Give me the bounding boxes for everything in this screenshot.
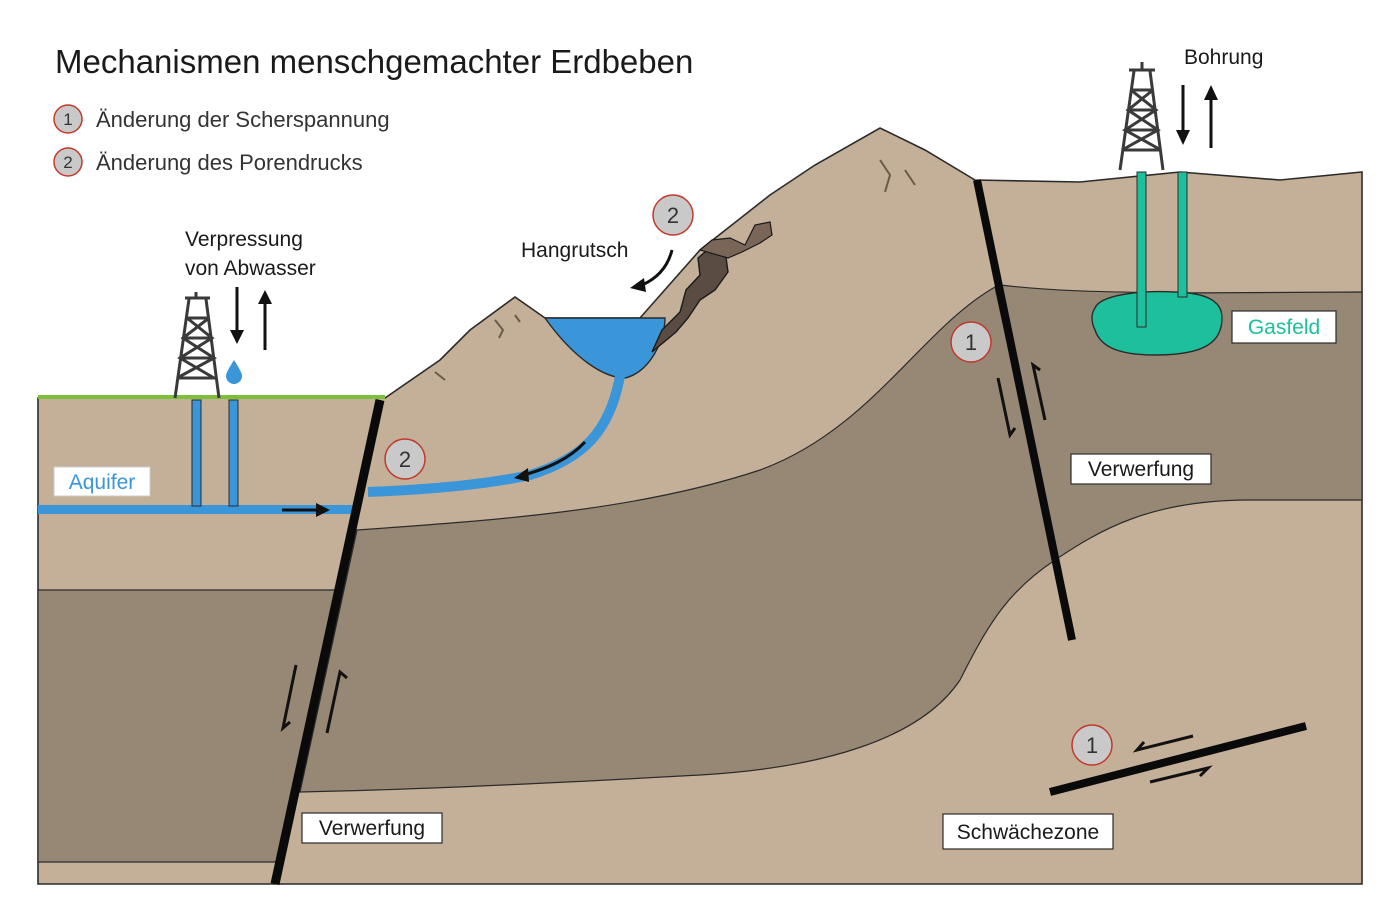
legend-badge-2-number: 2 bbox=[63, 153, 72, 172]
drilling-label: Bohrung bbox=[1184, 46, 1263, 69]
legend-badge-1-number: 1 bbox=[63, 110, 72, 129]
fault-right-label: Verwerfung bbox=[1088, 458, 1194, 481]
marker-weak-zone-number: 1 bbox=[1086, 733, 1098, 758]
injection-label-line2: von Abwasser bbox=[185, 257, 316, 280]
injection-pipe-left bbox=[191, 399, 202, 507]
weak-zone-label-frame bbox=[942, 813, 1114, 850]
legend-text-1: Änderung der Scherspannung bbox=[96, 107, 390, 132]
gas-field-label: Gasfeld bbox=[1248, 316, 1320, 339]
gas-reservoir bbox=[1091, 290, 1223, 356]
gas-pipe-left bbox=[1136, 171, 1147, 328]
fault-left-arrow-up bbox=[325, 669, 348, 734]
rock-crack-2 bbox=[514, 314, 521, 323]
weak-zone-arrow-right bbox=[1149, 765, 1213, 784]
legend-badge-1 bbox=[53, 104, 83, 134]
weak-zone-label: Schwächezone bbox=[957, 821, 1099, 844]
water-drop-icon bbox=[226, 360, 242, 384]
marker-fault-number: 1 bbox=[965, 330, 977, 355]
aquifer-area bbox=[38, 287, 356, 517]
channel-flow-arrowhead bbox=[514, 468, 529, 482]
rock-crack-1 bbox=[494, 319, 505, 339]
diagram-title: Mechanismen menschgemachter Erdbeben bbox=[55, 43, 693, 80]
marker-fault-circle bbox=[950, 321, 992, 363]
lake-area bbox=[367, 159, 916, 497]
weak-zone-arrow-left bbox=[1132, 734, 1194, 753]
legend: 1 Änderung der Scherspannung 2 Änderung … bbox=[53, 104, 390, 177]
fault-left-arrow-down bbox=[280, 664, 298, 732]
marker-weak-zone: 1 bbox=[1071, 724, 1113, 766]
marker-landslide: 2 bbox=[652, 194, 694, 236]
marker-aquifer: 2 bbox=[384, 438, 426, 480]
marker-landslide-number: 2 bbox=[667, 203, 679, 228]
marker-weak-zone-circle bbox=[1071, 724, 1113, 766]
fault-right-label-box: Verwerfung bbox=[1070, 453, 1212, 485]
landslide-label: Hangrutsch bbox=[521, 239, 628, 262]
rock-crack-3 bbox=[879, 159, 892, 193]
grass-strip bbox=[38, 395, 385, 399]
aquifer-flow-arrowhead bbox=[316, 503, 330, 517]
rock-crack-5 bbox=[434, 371, 446, 381]
drilling-rig-right-icon bbox=[1118, 62, 1165, 171]
marker-fault: 1 bbox=[950, 321, 992, 363]
fault-left-label-frame bbox=[301, 812, 443, 844]
marker-aquifer-circle bbox=[384, 438, 426, 480]
landslide-arrow bbox=[641, 249, 674, 287]
gas-pipe-right bbox=[1177, 171, 1188, 298]
faults bbox=[270, 179, 1307, 885]
pore-pressure-channel bbox=[367, 375, 625, 497]
legend-item-2: 2 Änderung des Porendrucks bbox=[53, 147, 363, 177]
fault-line-right bbox=[973, 179, 1076, 641]
drilling-up-arrowhead bbox=[1204, 85, 1218, 100]
legend-item-1: 1 Änderung der Scherspannung bbox=[53, 104, 390, 134]
weak-zone-label-box: Schwächezone bbox=[942, 813, 1114, 850]
marker-landslide-circle bbox=[652, 194, 694, 236]
fault-right-label-frame bbox=[1070, 453, 1212, 485]
injection-label-line1: Verpressung bbox=[185, 228, 303, 251]
dark-rock-layer-middle bbox=[299, 286, 1056, 793]
fault-left-label: Verwerfung bbox=[319, 817, 425, 840]
gas-field-label-box: Gasfeld bbox=[1231, 310, 1337, 344]
gas-field-area bbox=[1091, 62, 1223, 356]
aquifer-layer bbox=[38, 505, 356, 514]
marker-aquifer-number: 2 bbox=[399, 447, 411, 472]
fault-right-arrow-up bbox=[1030, 361, 1047, 421]
gas-field-label-frame bbox=[1231, 310, 1337, 344]
drilling-down-arrowhead bbox=[1176, 130, 1190, 145]
legend-text-2: Änderung des Porendrucks bbox=[96, 150, 363, 175]
fault-left-label-box: Verwerfung bbox=[301, 812, 443, 844]
injection-down-arrowhead bbox=[230, 330, 244, 344]
injection-pipe-right bbox=[228, 399, 239, 507]
injection-up-arrowhead bbox=[258, 290, 272, 304]
cross-section bbox=[37, 127, 1363, 885]
landslide-arrowhead bbox=[630, 278, 646, 292]
fault-right-arrow-down bbox=[996, 377, 1017, 439]
landslide-scarp bbox=[698, 221, 773, 259]
rock-crack-4 bbox=[904, 169, 916, 186]
aquifer-label-frame bbox=[53, 466, 151, 497]
aquifer-label-box: Aquifer bbox=[53, 466, 151, 497]
drilling-rig-left-icon bbox=[173, 292, 221, 399]
weak-zone-line bbox=[1049, 722, 1307, 796]
fault-line-left bbox=[270, 399, 385, 885]
dark-rock-layer-right bbox=[999, 284, 1363, 561]
aquifer-label: Aquifer bbox=[69, 471, 136, 494]
legend-badge-2 bbox=[53, 147, 83, 177]
